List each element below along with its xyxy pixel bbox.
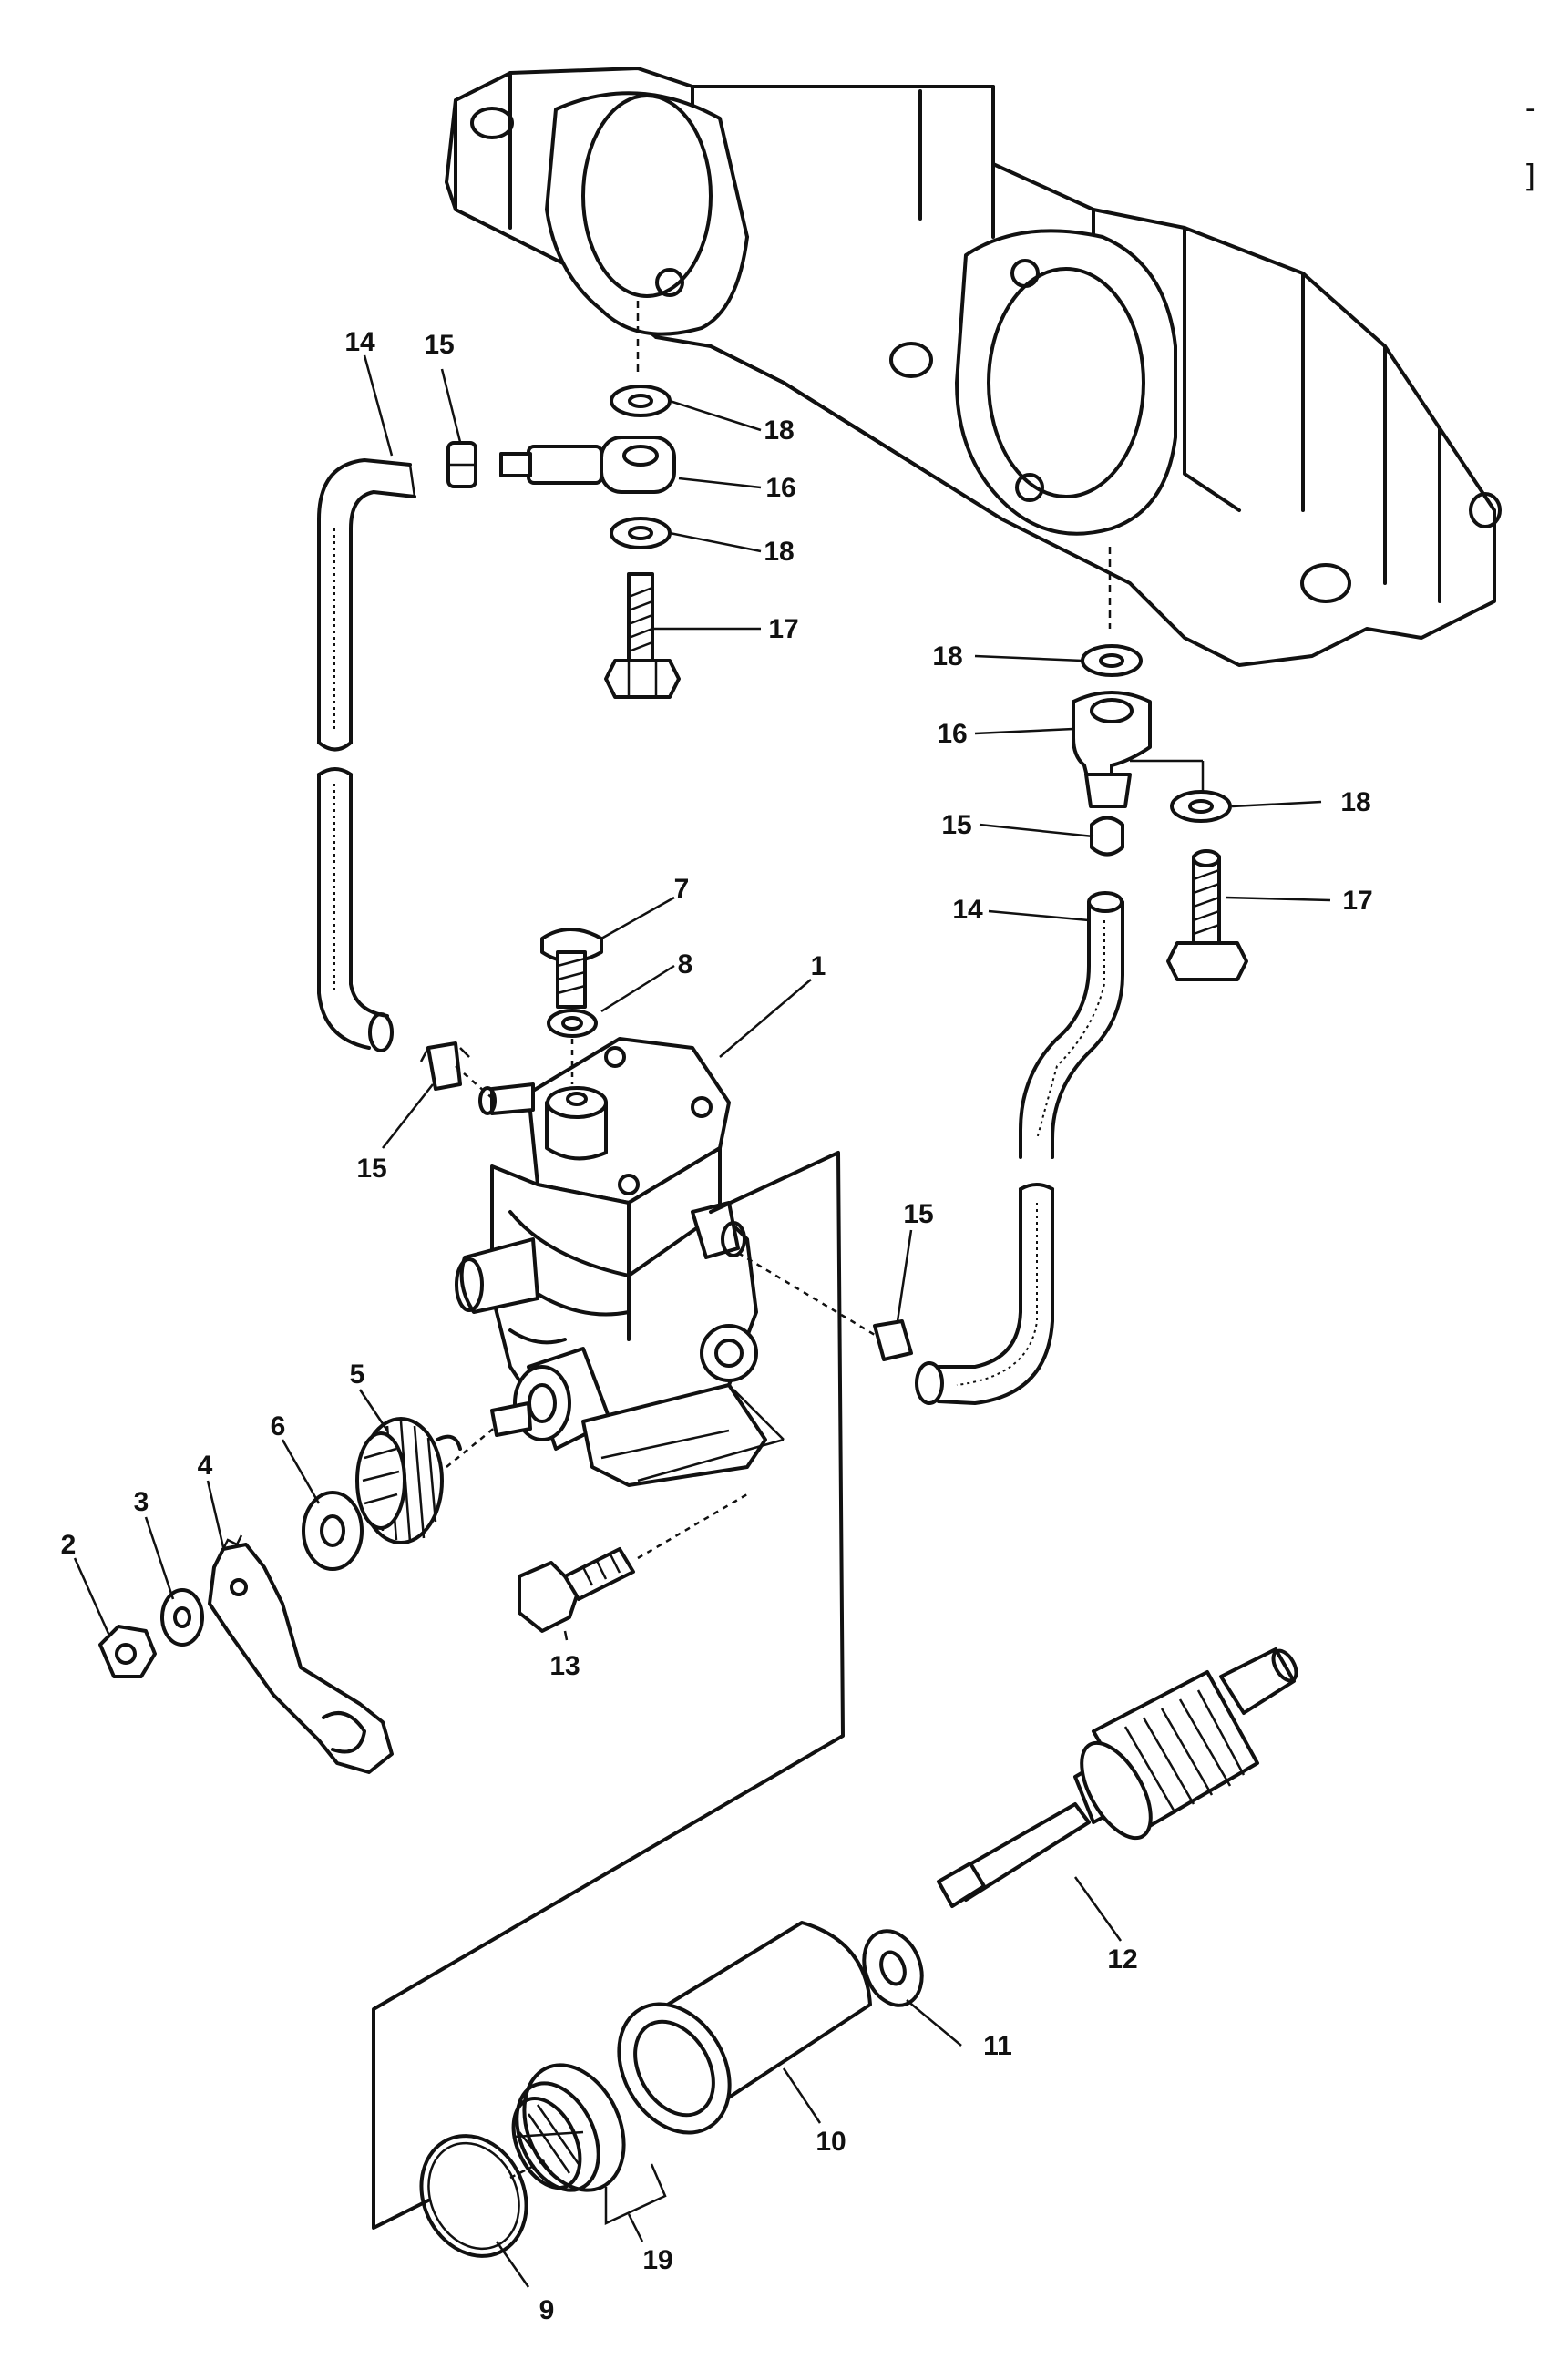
callout-7: 7: [674, 874, 690, 904]
callout-18-lower-right: 18: [1340, 787, 1370, 817]
oil-hose-14-left: [317, 458, 416, 1052]
hose-clamp-15-upper-right: [1090, 816, 1124, 857]
nut-2: [98, 1625, 157, 1678]
right-banjo-assembly: [1072, 547, 1248, 981]
driven-gear-5: [355, 1417, 462, 1544]
callout-1: 1: [811, 951, 826, 981]
control-lever-4: [208, 1534, 394, 1774]
callout-4: 4: [198, 1451, 213, 1481]
plug-bolt-7: [540, 928, 603, 1009]
lock-washer-3: [160, 1588, 204, 1647]
washer-6: [302, 1491, 364, 1571]
callout-5: 5: [350, 1359, 365, 1390]
callout-3: 3: [134, 1487, 149, 1517]
callout-14-right: 14: [952, 895, 983, 925]
edge-mark-dash: -: [1522, 90, 1540, 127]
washer-8: [547, 1009, 598, 1038]
oil-hose-14-right: [915, 891, 1124, 1405]
washer-18-upper-right: [1081, 644, 1143, 677]
edge-mark-bracket: ]: [1522, 159, 1540, 195]
callout-17-right: 17: [1342, 886, 1372, 916]
callout-15-upper-right: 15: [941, 810, 971, 840]
callout-8: 8: [678, 949, 693, 980]
left-banjo-assembly: [446, 301, 681, 699]
callout-17-left: 17: [768, 614, 798, 644]
callout-16-right: 16: [937, 719, 967, 749]
callout-labels: 14 15 18 16 18 17 18 16 18 15 17 14 7 8 …: [61, 327, 1373, 2325]
pump-shaft-12: [937, 1647, 1298, 1908]
callout-11: 11: [983, 2031, 1012, 2061]
banjo-bolt-17-left: [604, 572, 681, 699]
washer-18-lower-left: [610, 517, 672, 549]
mounting-bolt-13: [518, 1547, 635, 1633]
washer-11: [862, 1929, 924, 2007]
callout-18-upper-right: 18: [932, 641, 962, 672]
leader-lines: [73, 354, 1331, 2288]
callout-2: 2: [61, 1530, 77, 1560]
callout-15-lower-left: 15: [356, 1154, 386, 1184]
callout-18-upper-left: 18: [764, 415, 794, 446]
callout-12: 12: [1107, 1944, 1137, 1975]
callout-19: 19: [642, 2245, 672, 2275]
washer-18-lower-right: [1170, 790, 1232, 823]
washer-18-upper-left: [610, 385, 672, 417]
callout-13: 13: [549, 1651, 580, 1681]
crankcase-housing: [445, 67, 1502, 667]
oil-seal-19: [511, 2063, 626, 2192]
assembly-bracket-outline: [372, 1151, 845, 2230]
oil-pump-body-1: [455, 1037, 767, 1487]
bushing-10: [617, 1921, 872, 2135]
callout-14-left: 14: [344, 327, 375, 357]
callout-16-left: 16: [765, 473, 795, 503]
callout-15-lower-right: 15: [903, 1199, 933, 1229]
callout-15-upper-left: 15: [424, 330, 454, 360]
banjo-bolt-17-right: [1166, 849, 1248, 981]
callout-10: 10: [816, 2127, 846, 2157]
callout-18-lower-left: 18: [764, 537, 794, 567]
circlip-9: [419, 2134, 528, 2258]
hose-clamp-15-lower-right: [873, 1319, 913, 1361]
callout-9: 9: [539, 2295, 555, 2325]
hose-clamp-15-lower-left: [426, 1041, 462, 1091]
callout-6: 6: [271, 1411, 286, 1441]
